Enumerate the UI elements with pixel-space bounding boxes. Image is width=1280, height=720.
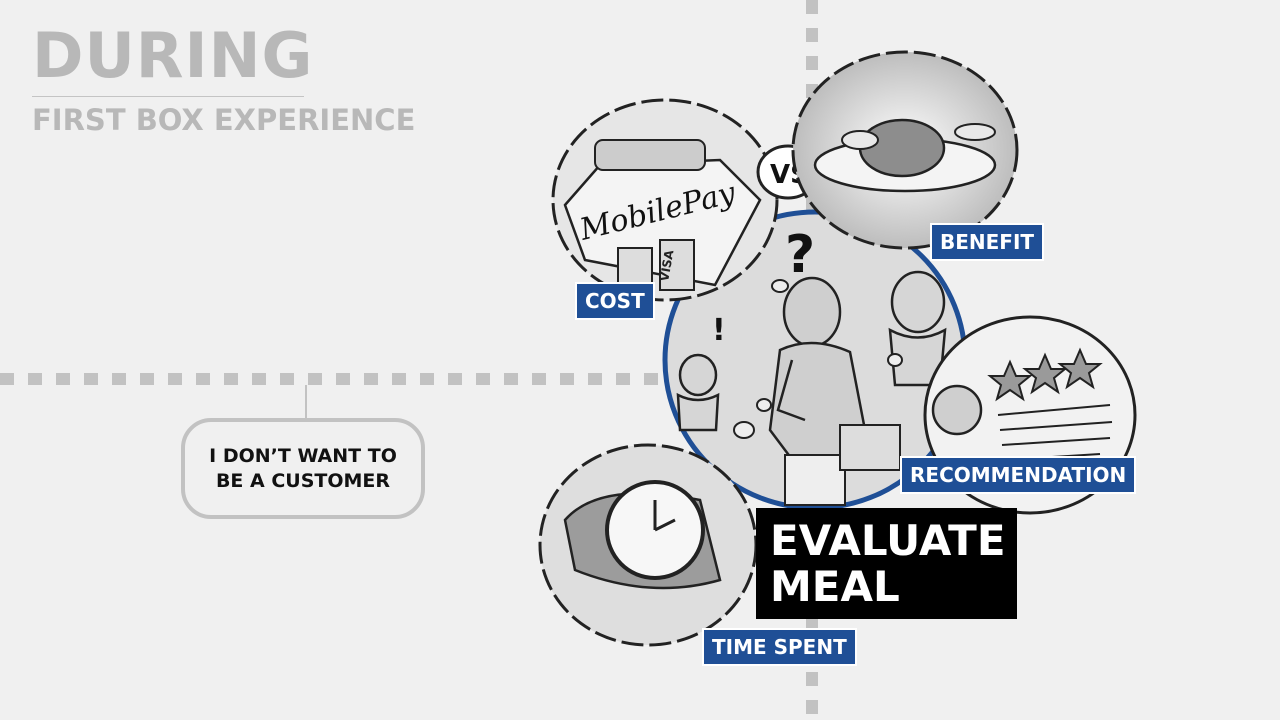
title-divider [32, 96, 304, 97]
woman-icon [888, 270, 947, 387]
horizontal-divider [0, 373, 660, 385]
time-spent-cloud [538, 443, 758, 647]
roast-chicken-icon [858, 118, 946, 178]
star-rating-icon [987, 347, 1103, 402]
recommendation-label: RECOMMENDATION [900, 456, 1137, 494]
callout-connector [305, 385, 307, 419]
page-subtitle: FIRST BOX EXPERIENCE [32, 103, 416, 137]
question-mark: ? [785, 225, 815, 285]
cost-label: COST [575, 282, 655, 320]
avatar-icon [931, 384, 983, 436]
page-header: DURING FIRST BOX EXPERIENCE [32, 20, 415, 137]
evaluate-meal-title: EVALUATE MEAL [756, 508, 1017, 619]
visa-card-label: VISA [657, 248, 676, 282]
quote-callout: I DON’T WANT TO BE A CUSTOMER [181, 418, 425, 519]
page-title: DURING [32, 19, 314, 92]
thought-bubble-dots [733, 279, 903, 439]
menu-paper [784, 454, 846, 506]
man-icon [676, 353, 720, 432]
cost-cloud [551, 98, 779, 302]
exclamation-mark: ! [712, 313, 726, 348]
time-spent-label: TIME SPENT [702, 628, 857, 666]
benefit-cloud [791, 50, 1019, 250]
tablet [839, 424, 901, 471]
benefit-label: BENEFIT [930, 223, 1045, 261]
